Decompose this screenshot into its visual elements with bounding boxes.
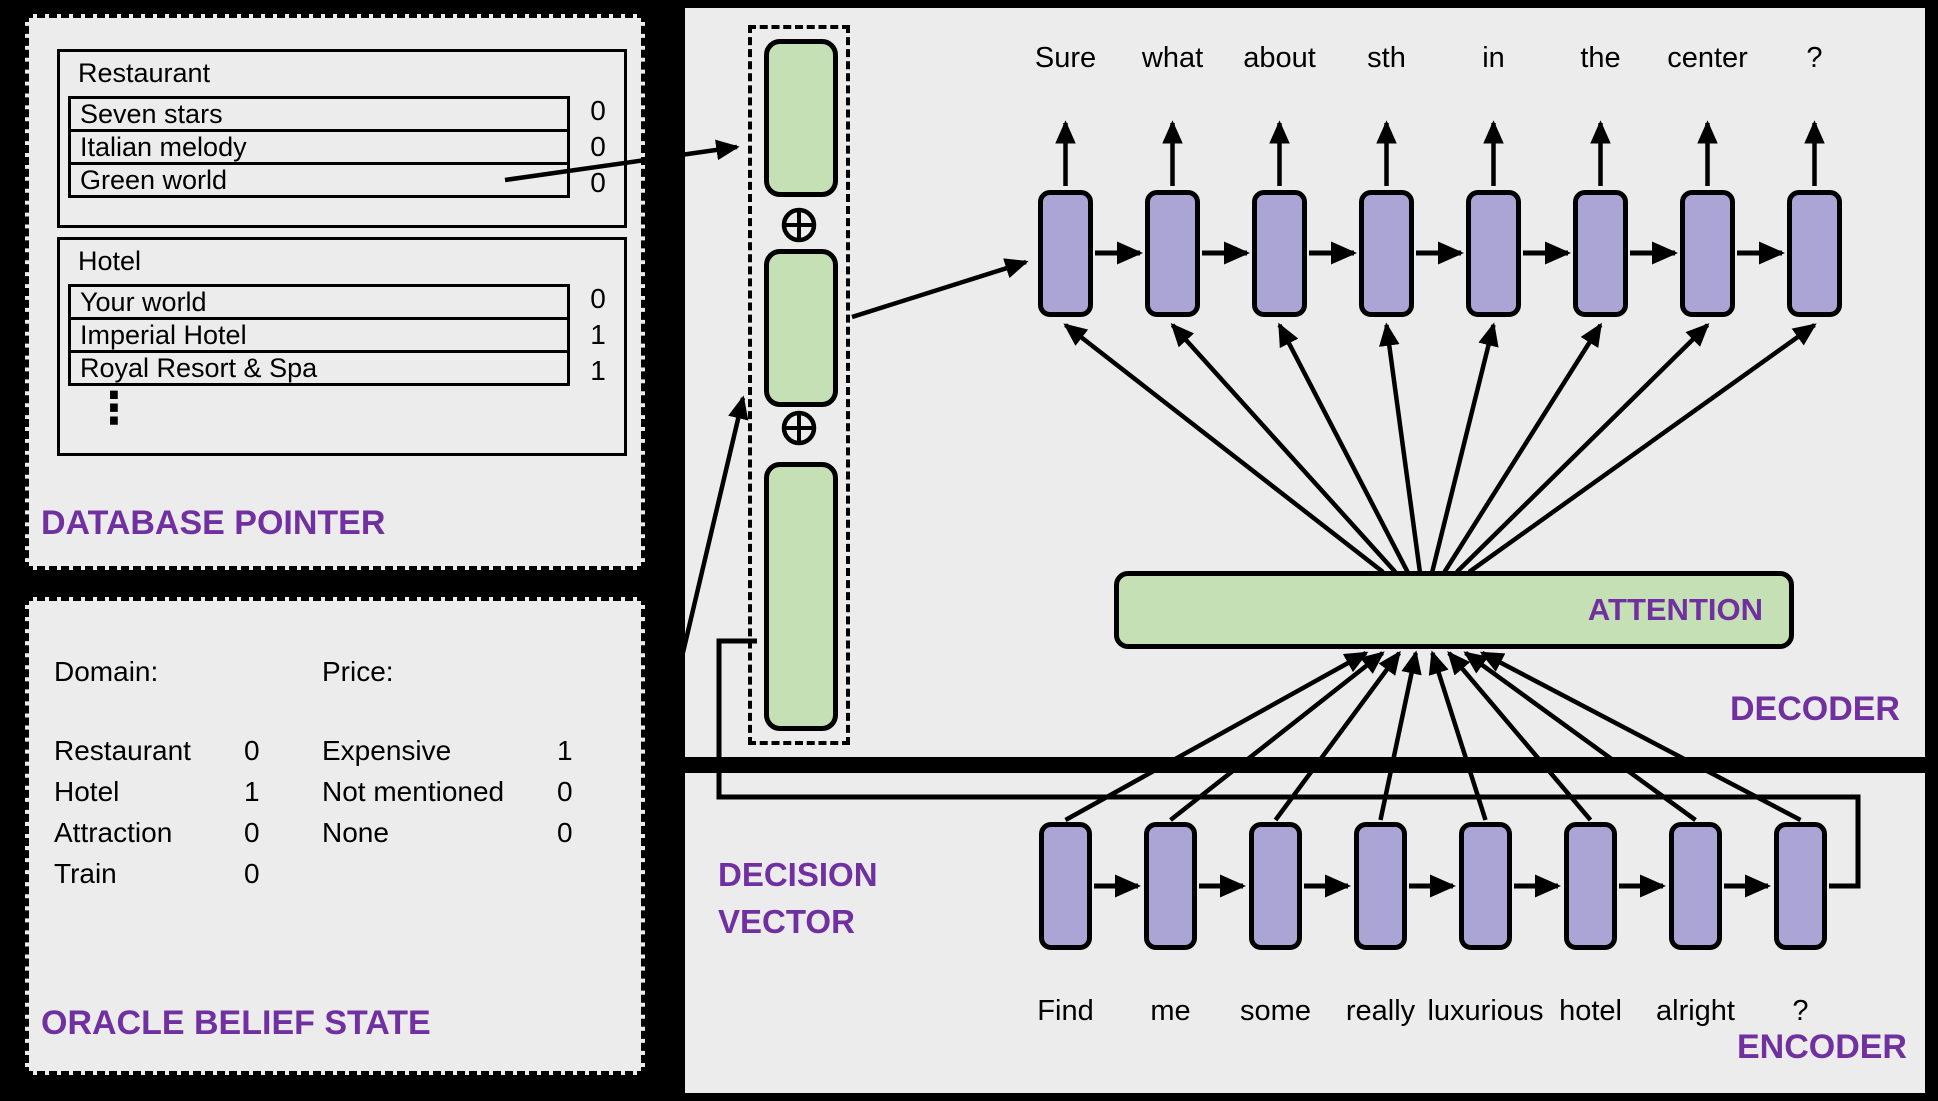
belief-value: 0 xyxy=(244,858,260,889)
table-row: Your world xyxy=(68,284,570,320)
rnn-cell xyxy=(1252,190,1307,317)
decoder-cells xyxy=(1038,190,1842,317)
restaurant-rows: Seven stars Italian melody Green world xyxy=(68,96,570,198)
token: the xyxy=(1580,42,1621,74)
oracle-belief-state-panel: Domain: Price: Restaurant 0 Hotel 1 Attr… xyxy=(25,597,645,1075)
belief-row: Not mentioned 0 xyxy=(322,776,622,817)
vertical-ellipsis-icon: ⋮ xyxy=(92,383,136,434)
attention-label: ATTENTION xyxy=(1587,592,1763,627)
token: some xyxy=(1240,995,1311,1027)
attention-bar: ATTENTION xyxy=(1114,571,1794,649)
restaurant-row-values: 0 0 0 xyxy=(572,93,624,201)
encoder-input-tokens: Find me some really luxurious hotel alright? xyxy=(1037,995,1827,1028)
decoder-output-tokens: Sure what about sth in the center? xyxy=(1034,42,1842,75)
rnn-cell xyxy=(1466,190,1521,317)
rnn-cell xyxy=(1359,190,1414,317)
rnn-cell xyxy=(1144,822,1197,950)
row-value: 0 xyxy=(590,167,606,198)
token: ? xyxy=(1792,995,1809,1027)
belief-name: Attraction xyxy=(54,817,173,848)
circled-plus-icon xyxy=(781,207,817,243)
belief-value: 0 xyxy=(244,735,260,766)
rnn-cell xyxy=(1669,822,1722,950)
database-pointer-panel: Restaurant Seven stars Italian melody Gr… xyxy=(25,14,645,570)
circled-plus-icon xyxy=(781,410,817,446)
token: what xyxy=(1141,42,1204,74)
belief-row: Expensive 1 xyxy=(322,735,622,776)
table-row: Green world xyxy=(68,162,570,198)
rnn-cell xyxy=(1038,190,1093,317)
restaurant-table: Restaurant Seven stars Italian melody Gr… xyxy=(57,49,627,228)
token: me xyxy=(1150,995,1191,1027)
oracle-belief-state-label: ORACLE BELIEF STATE xyxy=(41,1004,431,1042)
encoder-cells xyxy=(1039,822,1827,950)
token: Sure xyxy=(1034,42,1097,74)
rnn-cell xyxy=(1039,822,1092,950)
table-row: Italian melody xyxy=(68,129,570,165)
belief-name: Hotel xyxy=(54,776,120,807)
rnn-cell xyxy=(1564,822,1617,950)
rnn-cell xyxy=(1573,190,1628,317)
belief-name: Not mentioned xyxy=(322,776,505,807)
belief-row: Restaurant 0 xyxy=(54,735,304,776)
rnn-cell xyxy=(1680,190,1735,317)
belief-value: 0 xyxy=(557,776,573,807)
token: about xyxy=(1243,42,1316,74)
belief-value: 1 xyxy=(557,735,573,766)
rnn-cell xyxy=(1249,822,1302,950)
rnn-cell xyxy=(1787,190,1842,317)
row-value: 0 xyxy=(590,95,606,126)
price-header: Price: xyxy=(322,656,394,687)
belief-name: Restaurant xyxy=(54,735,191,766)
rnn-cell xyxy=(1459,822,1512,950)
encoder-panel: DECISION VECTOR Find me some really luxuriou… xyxy=(685,773,1925,1093)
hotel-table-title: Hotel xyxy=(78,246,142,276)
table-row: Seven stars xyxy=(68,96,570,132)
belief-value: 0 xyxy=(557,817,573,848)
decision-vector-segment xyxy=(764,249,838,407)
decision-vector-segment xyxy=(764,462,838,731)
decoder-panel: Sure what about sth in the center? ATTENTION D… xyxy=(685,8,1925,757)
decision-vector-label-line2: VECTOR xyxy=(718,903,855,940)
belief-value: 0 xyxy=(244,817,260,848)
rnn-cell xyxy=(1145,190,1200,317)
rnn-cell xyxy=(1774,822,1827,950)
hotel-rows: Your world Imperial Hotel Royal Resort &… xyxy=(68,284,570,386)
belief-name: Train xyxy=(54,858,117,889)
token: center xyxy=(1667,42,1748,74)
rnn-cell xyxy=(1354,822,1407,950)
token: ? xyxy=(1806,42,1823,74)
decision-vector-box xyxy=(748,25,850,745)
token: luxurious xyxy=(1427,995,1544,1027)
row-value: 0 xyxy=(590,283,606,314)
belief-row: None 0 xyxy=(322,817,622,858)
token: in xyxy=(1482,42,1505,74)
belief-name: Expensive xyxy=(322,735,452,766)
row-value: 1 xyxy=(590,319,606,350)
row-value: 0 xyxy=(590,131,606,162)
token: alright xyxy=(1656,995,1735,1027)
database-pointer-label: DATABASE POINTER xyxy=(41,504,386,542)
belief-row: Train 0 xyxy=(54,858,304,899)
row-value: 1 xyxy=(590,355,606,386)
restaurant-table-title: Restaurant xyxy=(78,58,211,88)
token: Find xyxy=(1037,995,1094,1027)
table-row: Imperial Hotel xyxy=(68,317,570,353)
belief-row: Attraction 0 xyxy=(54,817,304,858)
decision-vector-label-line1: DECISION xyxy=(718,856,878,893)
hotel-row-values: 0 1 1 xyxy=(572,281,624,389)
encoder-label: ENCODER xyxy=(1736,1028,1907,1066)
decision-vector-label: DECISION VECTOR xyxy=(718,851,878,945)
hotel-table: Hotel Your world Imperial Hotel Royal Re… xyxy=(57,237,627,456)
domain-header: Domain: xyxy=(54,656,159,687)
belief-name: None xyxy=(322,817,389,848)
belief-row: Hotel 1 xyxy=(54,776,304,817)
token: sth xyxy=(1367,42,1406,74)
token: really xyxy=(1345,995,1416,1027)
token: hotel xyxy=(1559,995,1622,1027)
table-row: Royal Resort & Spa xyxy=(68,350,570,386)
belief-value: 1 xyxy=(244,776,260,807)
decoder-label: DECODER xyxy=(1729,690,1900,728)
decision-vector-segment xyxy=(764,39,838,197)
